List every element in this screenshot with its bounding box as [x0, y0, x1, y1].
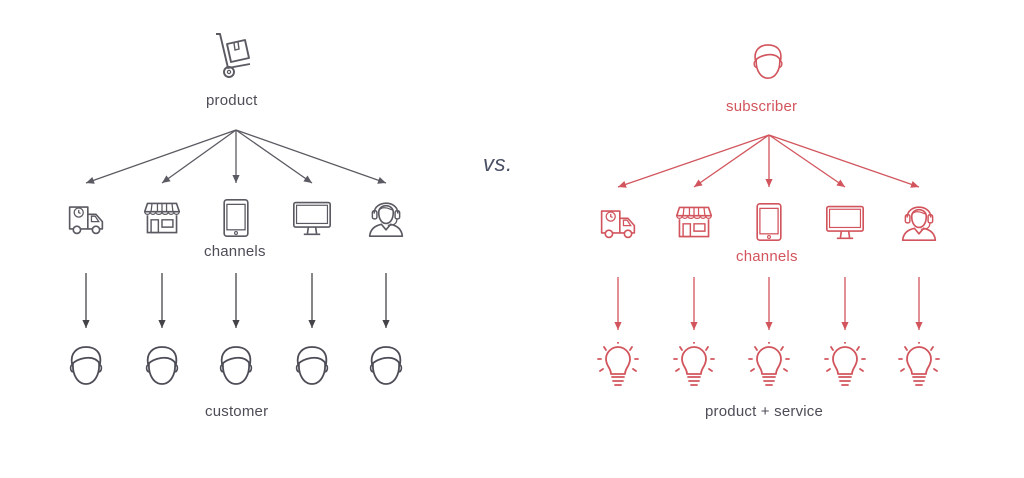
down-arrow: [614, 277, 622, 330]
bottom-person-head-icon: [219, 346, 253, 385]
left-diagram: [68, 33, 404, 385]
right-middle-label: channels: [736, 248, 798, 265]
bottom-lightbulb-icon: [673, 342, 715, 386]
down-arrow: [915, 277, 923, 330]
channel-delivery-truck-icon: [600, 210, 636, 239]
fan-arrow: [693, 134, 770, 188]
bottom-person-head-icon: [69, 346, 103, 385]
left-bottom-label: customer: [205, 403, 269, 420]
channel-monitor-icon: [825, 205, 865, 240]
right-top-label: subscriber: [726, 98, 798, 115]
down-arrow: [158, 273, 166, 328]
fan-arrow: [765, 135, 773, 187]
bottom-lightbulb-icon: [597, 342, 639, 386]
bottom-person-head-icon: [145, 346, 179, 385]
down-arrow: [841, 277, 849, 330]
channel-headset-agent-icon: [901, 206, 937, 242]
bottom-lightbulb-icon: [898, 342, 940, 386]
down-arrow: [382, 273, 390, 328]
down-arrow: [82, 273, 90, 328]
top-hand-truck-box-icon: [215, 33, 251, 78]
channel-headset-agent-icon: [368, 202, 404, 238]
bottom-lightbulb-icon: [748, 342, 790, 386]
bottom-person-head-icon: [295, 346, 329, 385]
channel-tablet-icon: [223, 198, 249, 238]
fan-arrow: [235, 129, 387, 184]
right-diagram: [597, 44, 940, 386]
fan-arrow: [768, 134, 846, 188]
top-person-head-icon: [753, 44, 783, 80]
left-top-label: product: [206, 92, 258, 109]
fan-arrow: [161, 129, 237, 184]
fan-arrow: [617, 134, 770, 188]
channel-delivery-truck-icon: [68, 206, 104, 235]
down-arrow: [232, 273, 240, 328]
fan-arrow: [85, 129, 237, 184]
down-arrow: [765, 277, 773, 330]
down-arrow: [690, 277, 698, 330]
channel-storefront-icon: [675, 206, 713, 238]
bottom-person-head-icon: [369, 346, 403, 385]
channel-storefront-icon: [143, 202, 181, 234]
right-bottom-label: product + service: [705, 403, 824, 420]
vs-label: vs.: [483, 151, 513, 176]
channel-tablet-icon: [756, 202, 782, 242]
left-middle-label: channels: [204, 243, 266, 260]
channel-monitor-icon: [292, 201, 332, 236]
down-arrow: [308, 273, 316, 328]
bottom-lightbulb-icon: [824, 342, 866, 386]
fan-arrow: [235, 129, 313, 184]
fan-arrow: [232, 130, 240, 183]
fan-arrow: [768, 134, 920, 188]
